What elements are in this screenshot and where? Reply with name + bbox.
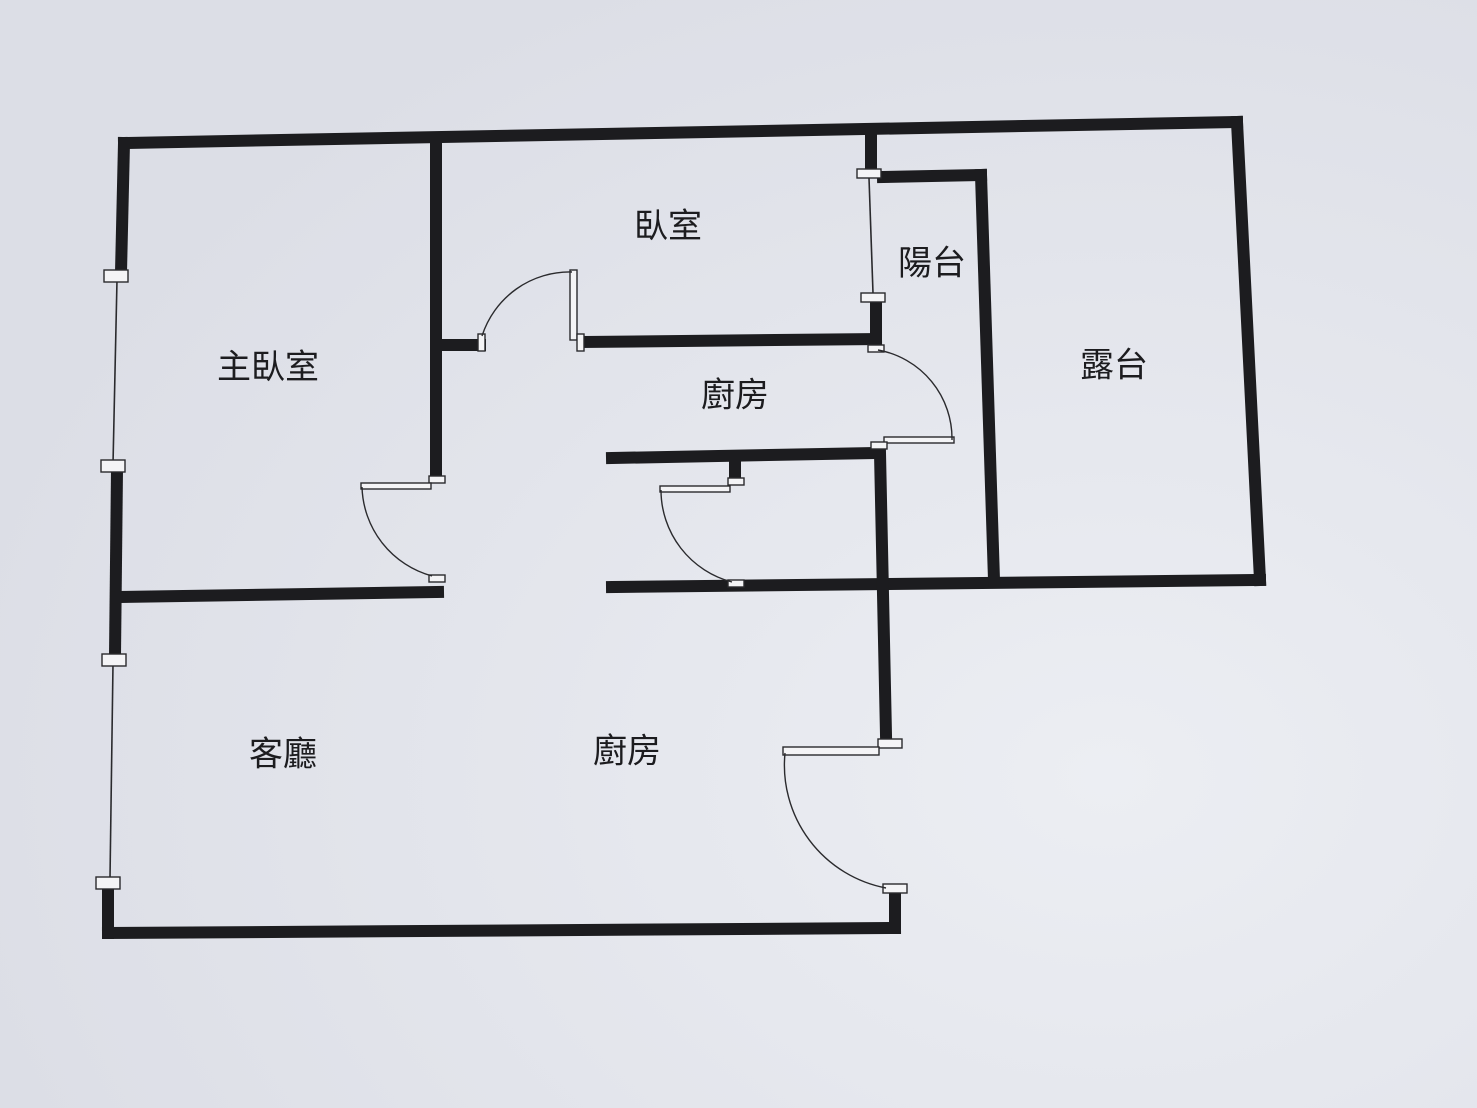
walls <box>101 115 1267 940</box>
bath-top-wall <box>605 446 883 465</box>
door-leaf <box>659 485 731 493</box>
window-cap <box>100 459 126 473</box>
door-jamb <box>882 883 908 894</box>
door-swing-arc <box>783 752 887 889</box>
window-cap <box>95 876 121 890</box>
door-leaf <box>883 436 955 444</box>
outer-wall-bottom <box>101 921 902 940</box>
master-window <box>112 279 118 465</box>
bathroom-door <box>659 477 745 588</box>
window-cap <box>860 292 886 303</box>
door-jamb <box>867 344 885 353</box>
balcony-top-wall <box>876 168 988 184</box>
door-swing-arc <box>481 271 573 337</box>
door-jamb <box>428 574 446 583</box>
label-living-room: 客廳 <box>249 735 317 775</box>
balcony-window <box>868 177 874 294</box>
label-master-bedroom: 主臥室 <box>217 348 319 388</box>
windows <box>95 168 886 890</box>
label-kitchen-upper: 廚房 <box>701 376 769 416</box>
label-terrace: 露台 <box>1080 346 1148 386</box>
living-window <box>109 663 114 879</box>
door-leaf <box>360 482 432 490</box>
service-bottom-wall <box>605 573 1267 594</box>
master-bottom-wall <box>110 585 445 604</box>
door-jamb <box>477 333 486 352</box>
label-balcony: 陽台 <box>898 244 966 284</box>
outer-wall-top <box>117 115 1244 150</box>
window-cap <box>856 168 882 179</box>
master-left-wall-top <box>114 136 131 279</box>
label-kitchen-lower: 廚房 <box>593 732 661 772</box>
door-jamb <box>727 579 745 588</box>
doors <box>360 269 955 894</box>
entrance-vertical-wall <box>873 446 893 742</box>
bedroom-bottom-wall <box>578 332 883 349</box>
door-jamb <box>576 333 585 352</box>
room-labels: 主臥室 臥室 陽台 露台 廚房 客廳 廚房 <box>217 207 1148 775</box>
outer-wall-right <box>1230 115 1267 587</box>
door-leaf <box>782 746 880 756</box>
master-bedroom-door <box>360 475 446 583</box>
door-swing-arc <box>361 486 433 577</box>
window-cap <box>103 269 129 283</box>
door-jamb <box>727 477 745 486</box>
door-jamb <box>877 738 903 749</box>
bedroom-door <box>477 269 585 352</box>
door-swing-arc <box>877 349 953 441</box>
window-cap <box>101 653 127 667</box>
door-swing-arc <box>660 489 733 583</box>
door-jamb <box>870 441 888 450</box>
balcony-door <box>867 344 955 450</box>
label-bedroom: 臥室 <box>634 207 702 247</box>
master-left-wall-mid <box>108 463 124 662</box>
door-leaf <box>569 269 578 341</box>
entrance-door <box>782 738 908 894</box>
door-jamb <box>428 475 446 484</box>
balcony-right-wall <box>974 168 1001 587</box>
